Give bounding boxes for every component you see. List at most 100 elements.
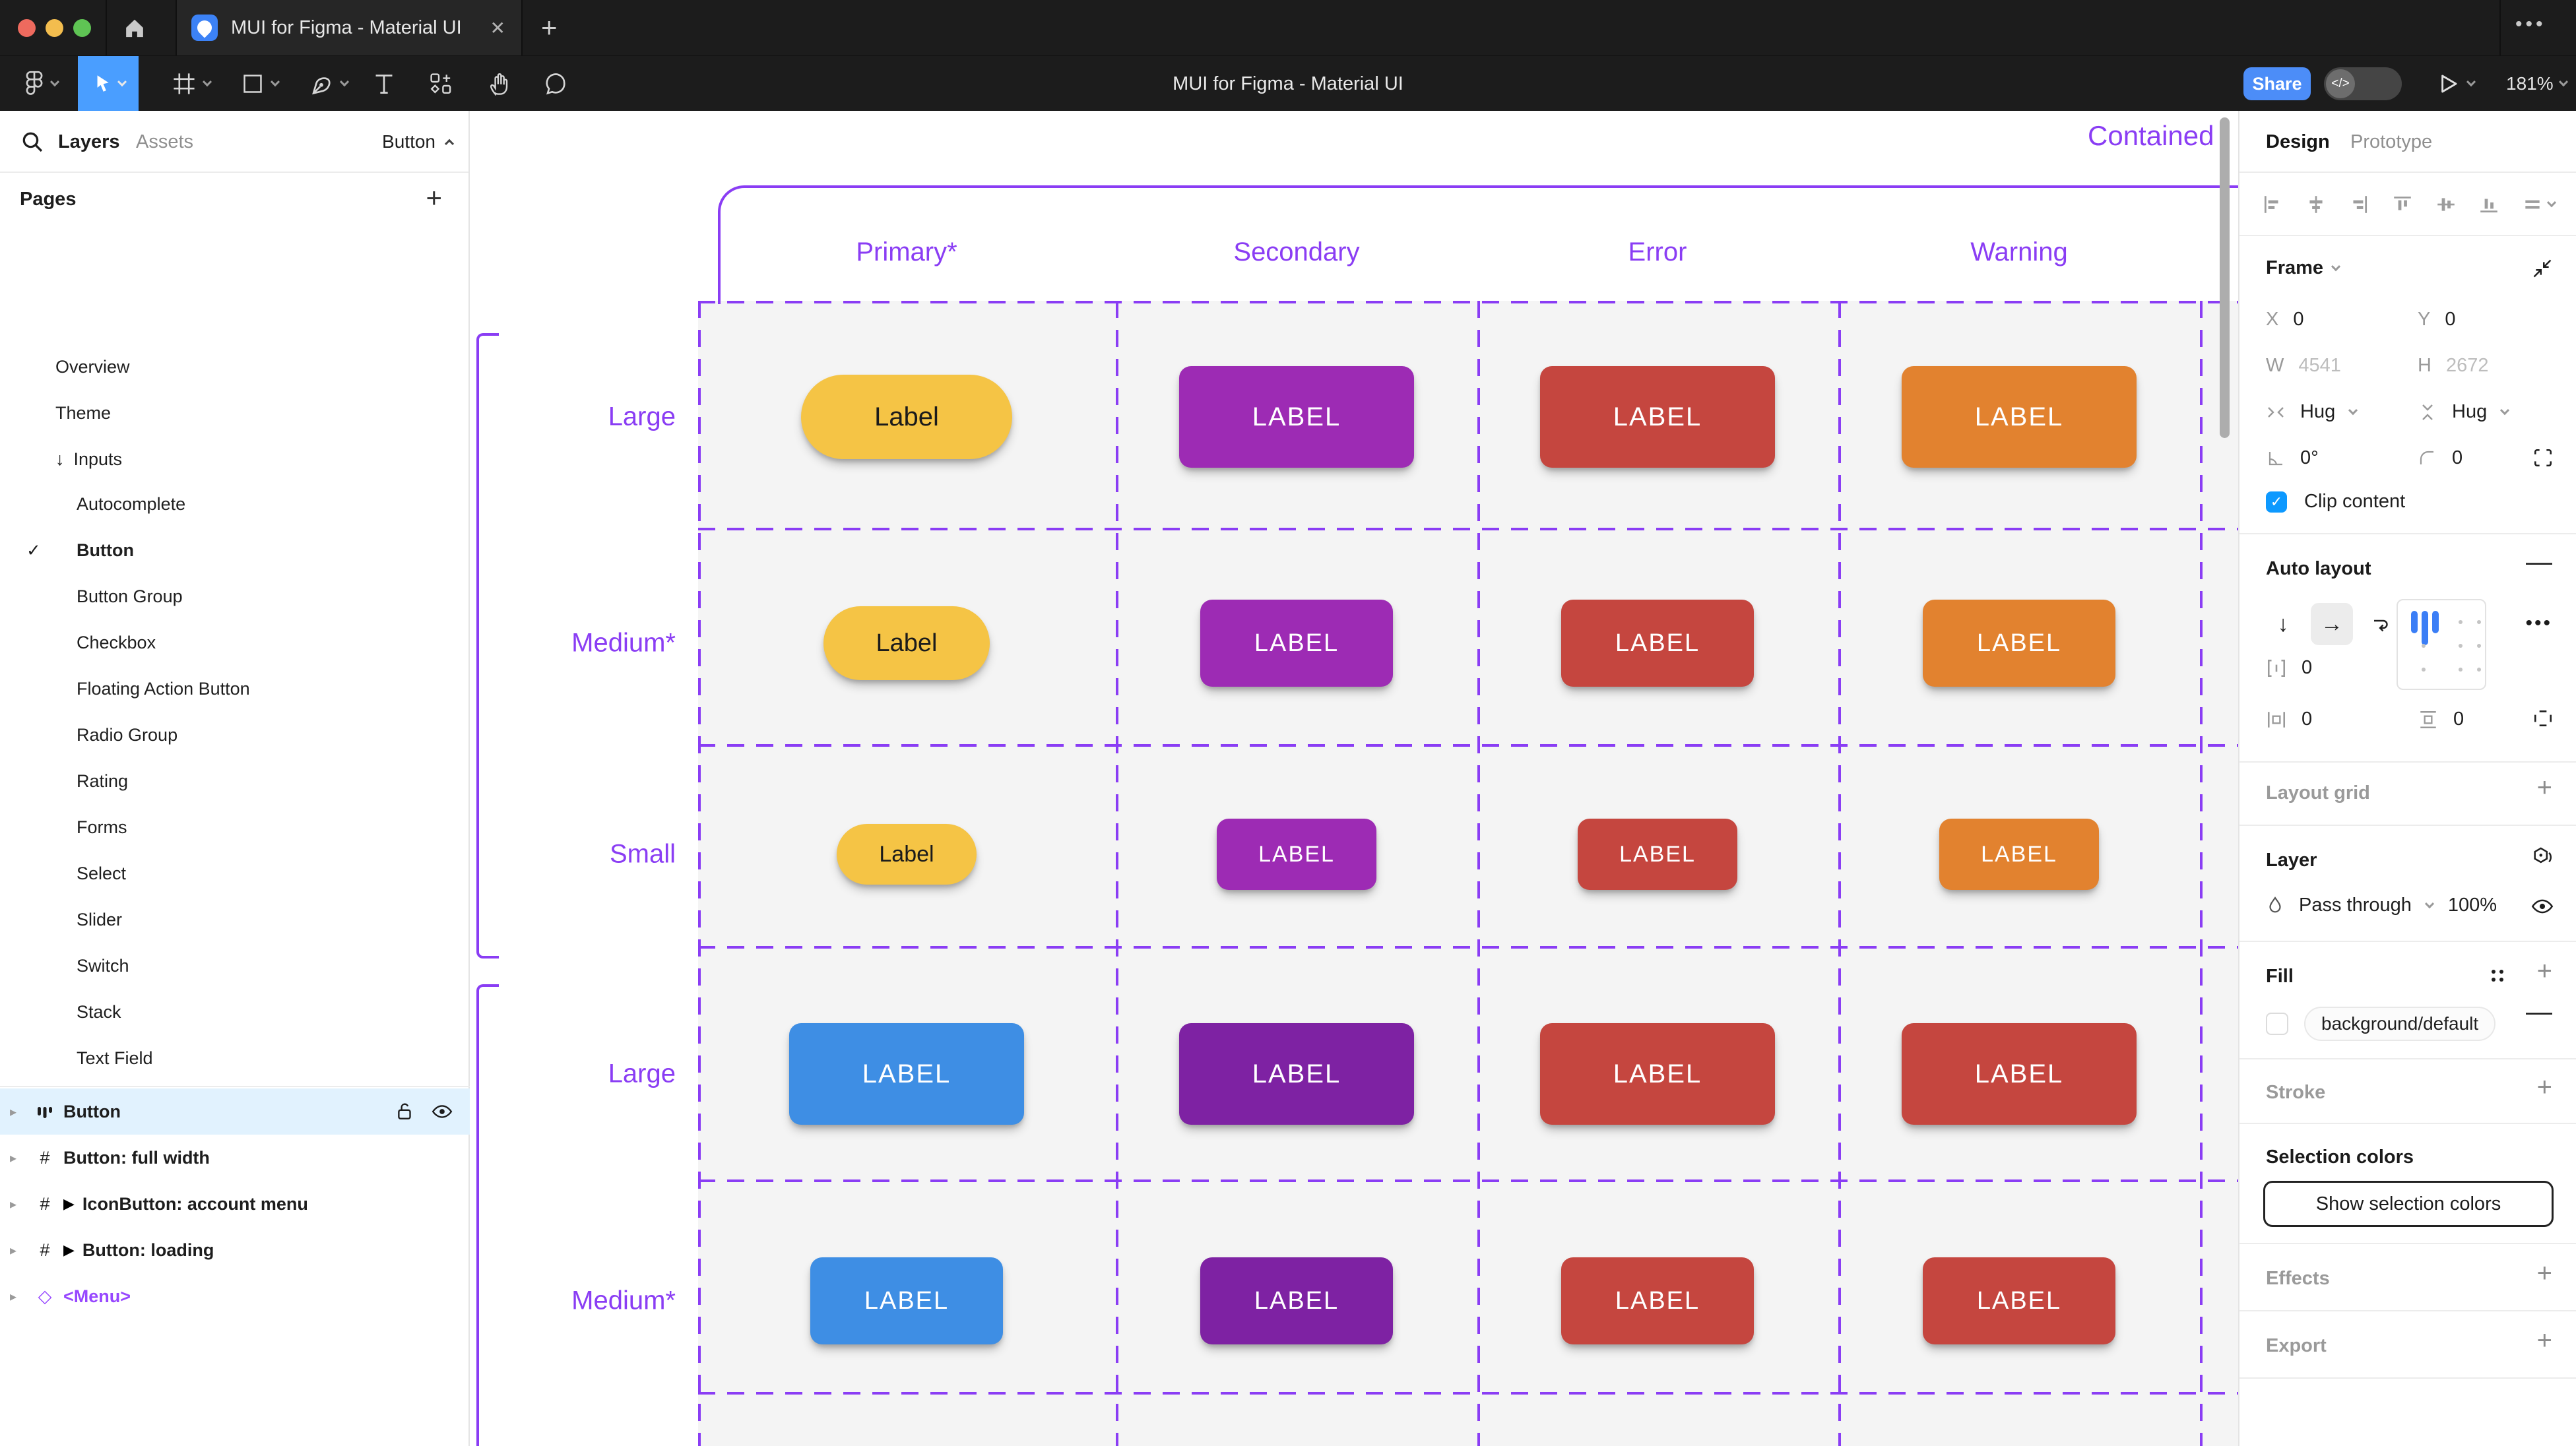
canvas-button-large-secondary_alt[interactable]: LABEL <box>1179 1023 1414 1125</box>
canvas-button-large-warning[interactable]: LABEL <box>1902 366 2137 468</box>
independent-corners-icon[interactable] <box>2532 447 2554 468</box>
shape-tool-button[interactable] <box>227 56 293 111</box>
fill-row[interactable]: background/default <box>2266 1007 2496 1041</box>
styles-icon[interactable] <box>2488 966 2507 986</box>
align-right-icon[interactable] <box>2348 194 2369 215</box>
component-item-button[interactable]: ✓ Button <box>26 540 134 560</box>
layer-row-menu[interactable]: ▸ ◇ <Menu> <box>0 1273 470 1319</box>
caret-right-icon[interactable]: ▸ <box>9 1150 17 1166</box>
component-item[interactable]: Rating <box>77 770 129 791</box>
component-item[interactable]: Floating Action Button <box>77 678 250 699</box>
layer-row-button-loading[interactable]: ▸ # ▶ Button: loading <box>0 1227 470 1273</box>
component-item[interactable]: Select <box>77 863 127 883</box>
caret-right-icon[interactable]: ▸ <box>9 1104 17 1119</box>
gap-field[interactable]: 0 <box>2266 657 2312 679</box>
file-tab[interactable]: MUI for Figma - Material UI ✕ <box>177 0 521 55</box>
page-item-overview[interactable]: Overview <box>55 356 130 377</box>
unlock-icon[interactable] <box>396 1102 414 1121</box>
tab-close-icon[interactable]: ✕ <box>490 17 505 38</box>
canvas-button-medium-error[interactable]: LABEL <box>1561 1257 1754 1344</box>
pen-tool-button[interactable] <box>296 56 362 111</box>
new-tab-button[interactable]: + <box>541 12 558 43</box>
tab-prototype[interactable]: Prototype <box>2350 131 2433 152</box>
horizontal-sizing-dropdown[interactable]: Hug <box>2266 401 2358 423</box>
canvas-button-small-primary[interactable]: Label <box>837 824 977 885</box>
canvas-button-medium-warning[interactable]: LABEL <box>1923 600 2115 687</box>
component-item[interactable]: Button Group <box>77 586 183 606</box>
canvas-button-medium-secondary_alt[interactable]: LABEL <box>1200 1257 1393 1344</box>
layer-row-button-full-width[interactable]: ▸ # Button: full width <box>0 1135 470 1181</box>
frame-tool-button[interactable] <box>158 56 224 111</box>
component-item[interactable]: Checkbox <box>77 632 156 652</box>
present-play-button[interactable] <box>2436 72 2460 96</box>
window-zoom-button[interactable] <box>73 19 91 37</box>
caret-right-icon[interactable]: ▸ <box>9 1289 17 1304</box>
component-item[interactable]: Text Field <box>77 1048 153 1068</box>
tab-assets[interactable]: Assets <box>136 131 194 152</box>
canvas-button-small-warning[interactable]: LABEL <box>1939 819 2099 890</box>
canvas-button-large-primary[interactable]: Label <box>801 375 1012 459</box>
share-button[interactable]: Share <box>2243 67 2311 100</box>
align-horizontal-center-icon[interactable] <box>2305 194 2327 215</box>
canvas-scrollbar[interactable] <box>2220 117 2230 438</box>
eye-icon[interactable] <box>432 1103 453 1120</box>
canvas-button-large-error[interactable]: LABEL <box>1540 1023 1775 1125</box>
chevron-down-icon[interactable] <box>2466 77 2476 87</box>
clip-content-row[interactable]: ✓ Clip content <box>2266 491 2405 513</box>
align-vertical-center-icon[interactable] <box>2435 194 2457 215</box>
caret-right-icon[interactable]: ▸ <box>9 1197 17 1212</box>
show-selection-colors-button[interactable]: Show selection colors <box>2263 1181 2554 1227</box>
component-item[interactable]: Forms <box>77 817 127 837</box>
align-left-icon[interactable] <box>2262 194 2283 215</box>
actions-tool-button[interactable] <box>418 56 463 111</box>
vertical-padding-field[interactable]: 0 <box>2418 708 2464 730</box>
main-menu-button[interactable] <box>13 56 70 111</box>
canvas-button-large-primary_alt[interactable]: LABEL <box>789 1023 1024 1125</box>
canvas-button-medium-error[interactable]: LABEL <box>1561 600 1754 687</box>
add-fill-button[interactable]: + <box>2536 957 2552 986</box>
add-export-button[interactable]: + <box>2536 1326 2552 1355</box>
search-icon[interactable] <box>20 129 45 154</box>
canvas-button-small-error[interactable]: LABEL <box>1578 819 1737 890</box>
layout-wrap-button[interactable] <box>2360 603 2402 645</box>
tab-design[interactable]: Design <box>2266 131 2330 152</box>
remove-auto-layout-button[interactable]: — <box>2526 548 2552 577</box>
canvas-button-large-error[interactable]: LABEL <box>1902 1023 2137 1125</box>
blend-mode-icon[interactable] <box>2531 846 2554 868</box>
canvas-button-medium-primary[interactable]: Label <box>823 606 990 680</box>
eye-icon[interactable] <box>2531 897 2554 916</box>
dev-mode-toggle[interactable]: </> <box>2324 67 2402 100</box>
page-item-inputs[interactable]: ↓ Inputs <box>55 436 122 482</box>
layout-direction-right-button[interactable]: → <box>2311 603 2353 645</box>
layout-direction-down-button[interactable]: ↓ <box>2277 611 2289 637</box>
remove-fill-button[interactable]: — <box>2526 997 2552 1026</box>
zoom-level-menu[interactable]: 181% <box>2506 56 2568 111</box>
align-bottom-icon[interactable] <box>2478 194 2499 215</box>
canvas-button-medium-secondary[interactable]: LABEL <box>1200 600 1393 687</box>
rotation-field[interactable]: 0° <box>2266 447 2319 469</box>
collapse-panel-icon[interactable] <box>2531 257 2554 280</box>
canvas-button-small-secondary[interactable]: LABEL <box>1217 819 1376 890</box>
hand-tool-button[interactable] <box>476 56 521 111</box>
add-stroke-button[interactable]: + <box>2536 1073 2552 1102</box>
component-item[interactable]: Stack <box>77 1001 121 1022</box>
layer-row-button[interactable]: ▸ Button <box>0 1088 470 1135</box>
add-page-button[interactable]: + <box>426 182 442 213</box>
canvas-button-large-secondary[interactable]: LABEL <box>1179 366 1414 468</box>
auto-layout-more-button[interactable]: ••• <box>2525 612 2552 634</box>
add-layout-grid-button[interactable]: + <box>2536 773 2552 802</box>
move-tool-button[interactable] <box>78 56 139 111</box>
component-item[interactable]: Switch <box>77 955 129 976</box>
component-item[interactable]: Radio Group <box>77 724 178 745</box>
home-icon[interactable] <box>123 16 146 40</box>
canvas-button-large-error[interactable]: LABEL <box>1540 366 1775 468</box>
page-item-theme[interactable]: Theme <box>55 402 112 423</box>
fill-color-swatch[interactable] <box>2266 1013 2288 1035</box>
distribute-menu[interactable] <box>2522 194 2557 215</box>
tab-layers[interactable]: Layers <box>58 131 120 152</box>
independent-padding-icon[interactable] <box>2532 708 2554 728</box>
fill-style-chip[interactable]: background/default <box>2304 1007 2496 1041</box>
